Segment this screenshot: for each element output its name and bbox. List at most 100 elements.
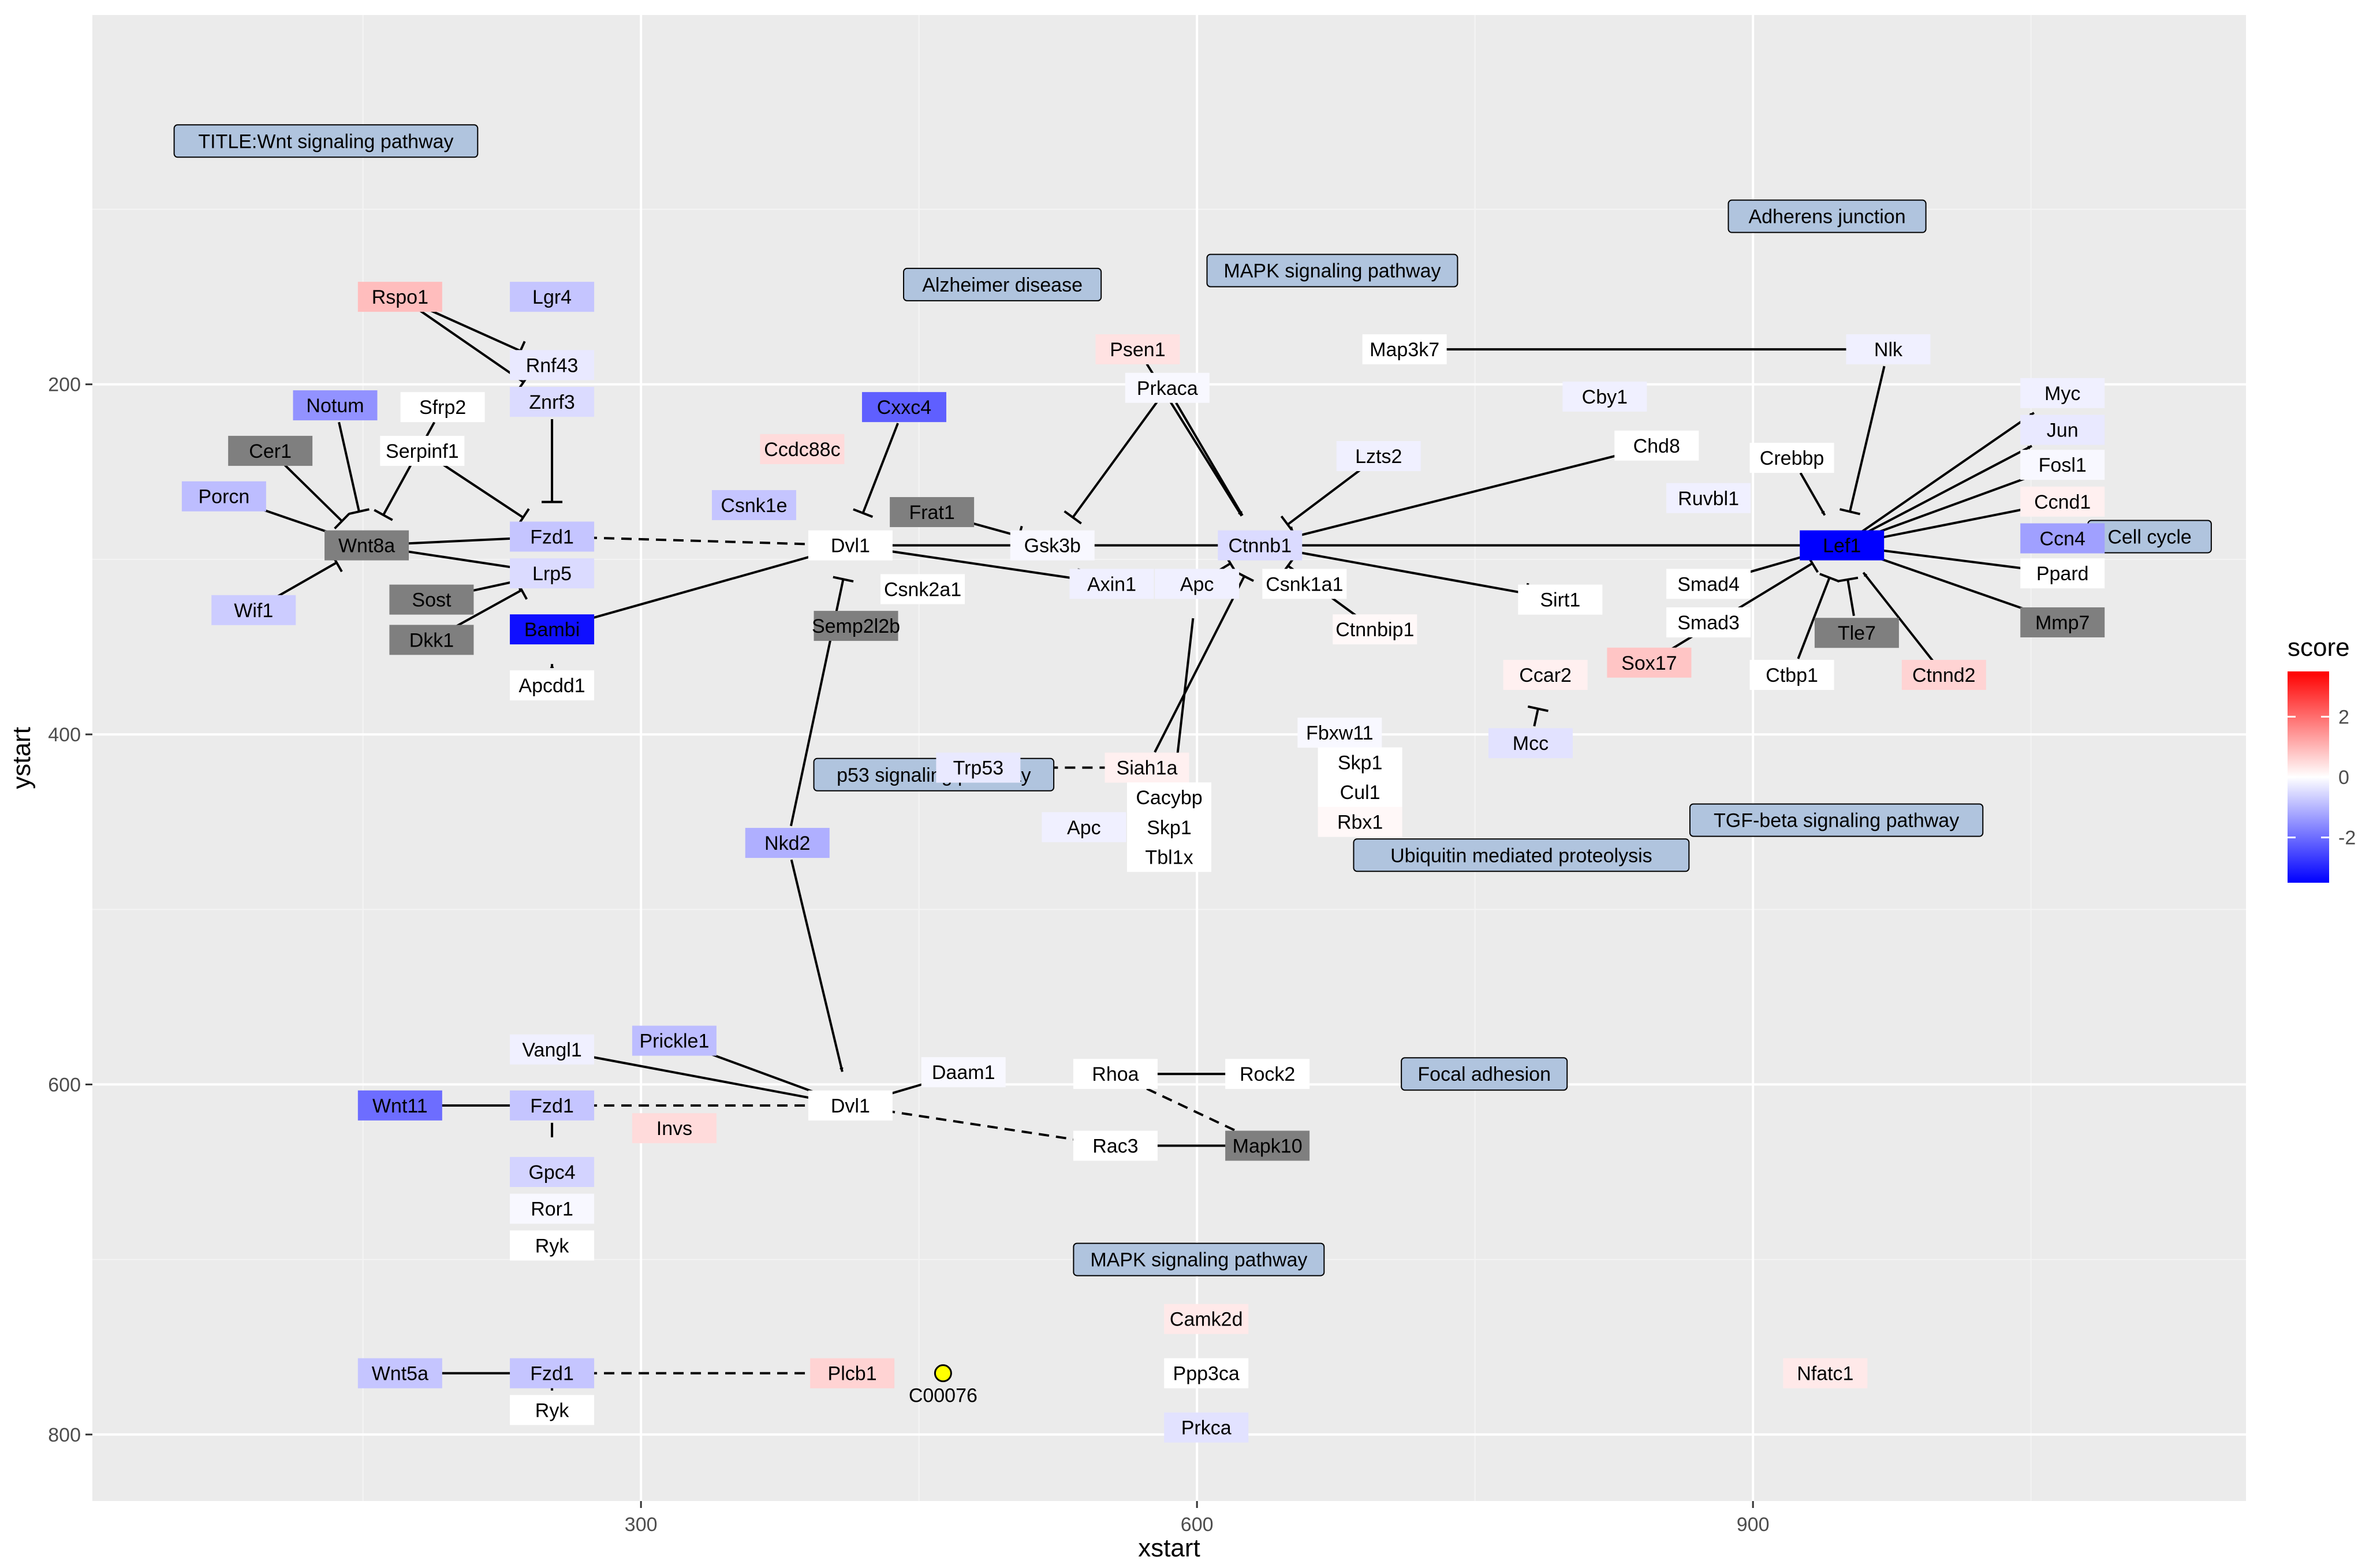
gene-node-label: Prkca — [1181, 1417, 1232, 1439]
gene-node-rect — [1503, 659, 1588, 690]
edge-inhibit-bar — [348, 508, 370, 516]
pathway-title-rect — [1073, 1242, 1325, 1276]
edge-inhibit-bar — [1840, 508, 1861, 516]
pathway-title-label: Adherens junction — [1748, 206, 1905, 228]
gene-node-label: Nlk — [1874, 339, 1903, 361]
gene-node-label: Rspo1 — [372, 286, 428, 308]
gene-node: Fosl1 — [2020, 450, 2105, 480]
pathway-title-box: Focal adhesion — [1401, 1057, 1568, 1091]
legend-tick-label: 2 — [2338, 706, 2349, 728]
pathway-title-label: Cell cycle — [2107, 526, 2191, 548]
edge — [790, 859, 844, 1072]
gene-node: Invs — [632, 1113, 717, 1144]
edge — [861, 423, 899, 514]
gene-node: Camk2d — [1164, 1304, 1249, 1334]
edge-inhibit-bar — [853, 508, 874, 518]
gene-node-rect — [1362, 334, 1447, 365]
gene-node-label: Sirt1 — [1540, 589, 1580, 611]
gene-node-rect — [510, 387, 595, 417]
gene-node-label: Tle7 — [1838, 622, 1876, 644]
gene-node: Mcc — [1488, 728, 1573, 759]
gene-node: Siah1a — [1105, 752, 1189, 783]
gene-node-label: Semp2l2b — [812, 615, 900, 637]
gene-node-label: Apc — [1180, 573, 1214, 595]
legend: score 20-2 — [2288, 633, 2356, 883]
gene-node: Ppard — [2020, 558, 2105, 589]
legend-tick-label: 0 — [2338, 767, 2349, 789]
x-tick-label: 600 — [1181, 1514, 1214, 1536]
gene-node-label: Camk2d — [1170, 1309, 1243, 1331]
gene-node-rect — [814, 611, 898, 641]
gene-node: Nkd2 — [745, 828, 830, 858]
gene-node-label: Prickle1 — [639, 1031, 709, 1052]
y-axis-title: ystart — [8, 727, 36, 789]
gene-node: Gsk3b — [1010, 530, 1095, 561]
gene-node-rect — [2020, 450, 2105, 480]
edge-inhibit-bar — [1837, 576, 1859, 583]
gene-node-label: Znrf3 — [529, 391, 574, 413]
gene-node-rect — [1073, 1130, 1158, 1161]
pathway-title-label: Ubiquitin mediated proteolysis — [1390, 845, 1652, 867]
gene-node-label: Lgr4 — [532, 286, 572, 308]
gene-node: Sirt1 — [1518, 584, 1603, 615]
gene-node-label: Nkd2 — [764, 832, 810, 854]
gene-node: Skp1 — [1318, 747, 1402, 778]
gene-node: Cxxc4 — [861, 392, 946, 423]
gene-node-rect — [1666, 607, 1751, 638]
gene-node: Mapk10 — [1225, 1130, 1310, 1161]
gene-node-rect — [1814, 618, 1899, 648]
pathway-title-label: MAPK signaling pathway — [1223, 260, 1441, 282]
edge — [569, 536, 816, 546]
gene-node-label: Sox17 — [1621, 652, 1677, 674]
gene-node-label: Axin1 — [1087, 573, 1136, 595]
gene-node-rect — [808, 530, 893, 561]
gene-node-label: Sost — [412, 589, 452, 611]
pathway-title-label: TITLE:Wnt signaling pathway — [198, 130, 453, 152]
gene-node-rect — [510, 350, 595, 380]
edge-inhibit-bar — [833, 576, 854, 583]
gene-node-label: Skp1 — [1338, 752, 1383, 774]
edge — [282, 462, 343, 522]
gene-node-rect — [1666, 483, 1751, 513]
y-tick-label: 400 — [48, 724, 81, 746]
gene-node-rect — [1010, 530, 1095, 561]
x-tick-label: 900 — [1737, 1514, 1770, 1536]
gene-node-label: Nfatc1 — [1797, 1363, 1853, 1385]
gene-node: Ppp3ca — [1164, 1358, 1249, 1388]
gene-node: Notum — [293, 390, 378, 421]
gene-node: Semp2l2b — [812, 611, 900, 641]
gene-node-rect — [632, 1113, 717, 1144]
gene-node: Dkk1 — [389, 625, 474, 655]
gene-node-rect — [2020, 558, 2105, 589]
gene-node-rect — [510, 1090, 595, 1121]
gene-node-label: Skp1 — [1147, 817, 1192, 839]
edge — [1857, 475, 2031, 541]
gene-node: Rbx1 — [1318, 807, 1402, 837]
gene-node-rect — [510, 1193, 595, 1224]
gene-node-label: Gsk3b — [1024, 535, 1081, 557]
gene-node: Mmp7 — [2020, 607, 2105, 638]
gene-node: Csnk2a1 — [880, 574, 965, 604]
gene-node-label: Ppp3ca — [1173, 1363, 1240, 1385]
gene-node: Fzd1 — [510, 521, 595, 552]
gene-node: Sox17 — [1607, 647, 1692, 678]
gene-node-rect — [228, 435, 313, 466]
gene-node-label: Daam1 — [932, 1062, 995, 1084]
gene-node-label: Fzd1 — [530, 1095, 574, 1117]
gene-node: Psen1 — [1095, 334, 1180, 365]
gene-node-rect — [745, 828, 830, 858]
gene-node-label: Psen1 — [1110, 339, 1165, 361]
edge — [1859, 546, 2028, 571]
gene-node: Lef1 — [1800, 530, 1885, 561]
gene-node-label: Smad4 — [1677, 573, 1740, 595]
gene-node-rect — [1336, 441, 1421, 472]
gene-node-label: Csnk1e — [721, 495, 787, 517]
gene-node-rect — [1164, 1304, 1249, 1334]
gene-node: Ccnd1 — [2020, 486, 2105, 517]
gene-node-label: Wnt5a — [372, 1363, 428, 1385]
gene-node-label: Cxxc4 — [877, 397, 931, 419]
gene-node-label: Frat1 — [909, 502, 954, 524]
gene-node: Jun — [2020, 415, 2105, 445]
gene-node: Ctnnbip1 — [1333, 614, 1417, 645]
